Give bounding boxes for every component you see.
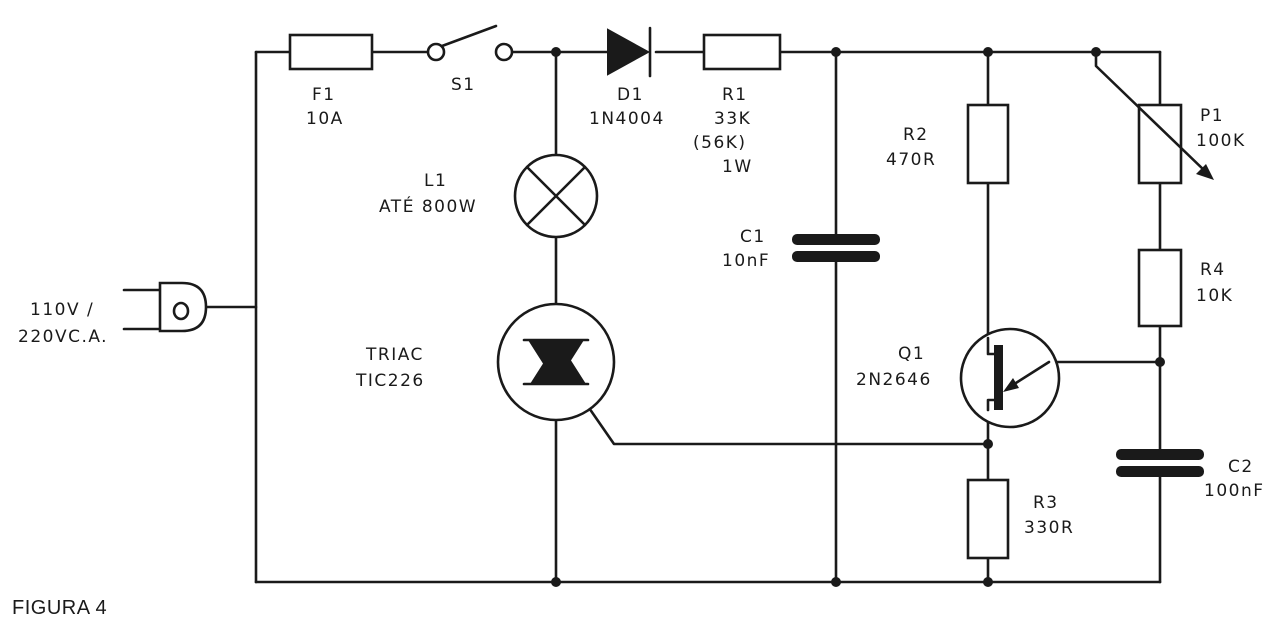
p1-ref: P1 — [1200, 106, 1224, 126]
fuse-ref: F1 — [312, 85, 336, 105]
lamp-ref: L1 — [424, 171, 447, 191]
r2-ref: R2 — [903, 125, 929, 145]
c1-ref: C1 — [740, 227, 766, 247]
c2-symbol — [1116, 449, 1204, 477]
lamp-value: ATÉ 800W — [379, 195, 477, 217]
power-plug-icon — [122, 281, 208, 333]
triac-value: TIC226 — [355, 371, 425, 391]
r1-ref: R1 — [722, 85, 748, 105]
r3-value: 330R — [1024, 518, 1074, 538]
p1-potentiometer-symbol — [1094, 50, 1214, 185]
r1-value: 33K — [714, 109, 751, 129]
power-label-line2: 220VC.A. — [18, 327, 108, 347]
r3-symbol — [966, 478, 1010, 560]
q1-ref: Q1 — [898, 344, 925, 364]
figure-label: FIGURA 4 — [12, 597, 107, 617]
r2-symbol — [966, 103, 1010, 185]
c2-value: 100nF — [1204, 481, 1265, 501]
q1-value: 2N2646 — [856, 370, 932, 390]
switch-symbol — [426, 24, 514, 62]
q1-transistor-symbol — [959, 327, 1061, 429]
c2-ref: C2 — [1228, 457, 1254, 477]
r1-power: 1W — [722, 157, 753, 177]
r4-value: 10K — [1196, 286, 1233, 306]
lamp-symbol — [513, 153, 599, 239]
diode-ref: D1 — [617, 85, 644, 105]
diode-symbol — [607, 26, 652, 78]
r4-symbol — [1137, 248, 1183, 328]
r1-symbol — [702, 33, 782, 71]
switch-ref: S1 — [451, 75, 476, 95]
fuse-value: 10A — [306, 109, 344, 129]
fuse-symbol — [288, 33, 374, 71]
r4-ref: R4 — [1200, 260, 1226, 280]
c1-value: 10nF — [722, 251, 770, 271]
c1-symbol — [792, 234, 880, 262]
triac-ref: TRIAC — [365, 345, 424, 365]
power-label-line1: 110V / — [30, 300, 94, 320]
wires — [204, 50, 1162, 584]
p1-value: 100K — [1196, 131, 1246, 151]
triac-symbol — [496, 302, 616, 422]
diode-value: 1N4004 — [589, 109, 665, 129]
r3-ref: R3 — [1033, 493, 1059, 513]
r1-alt-value: (56K) — [693, 133, 747, 153]
r2-value: 470R — [886, 150, 936, 170]
